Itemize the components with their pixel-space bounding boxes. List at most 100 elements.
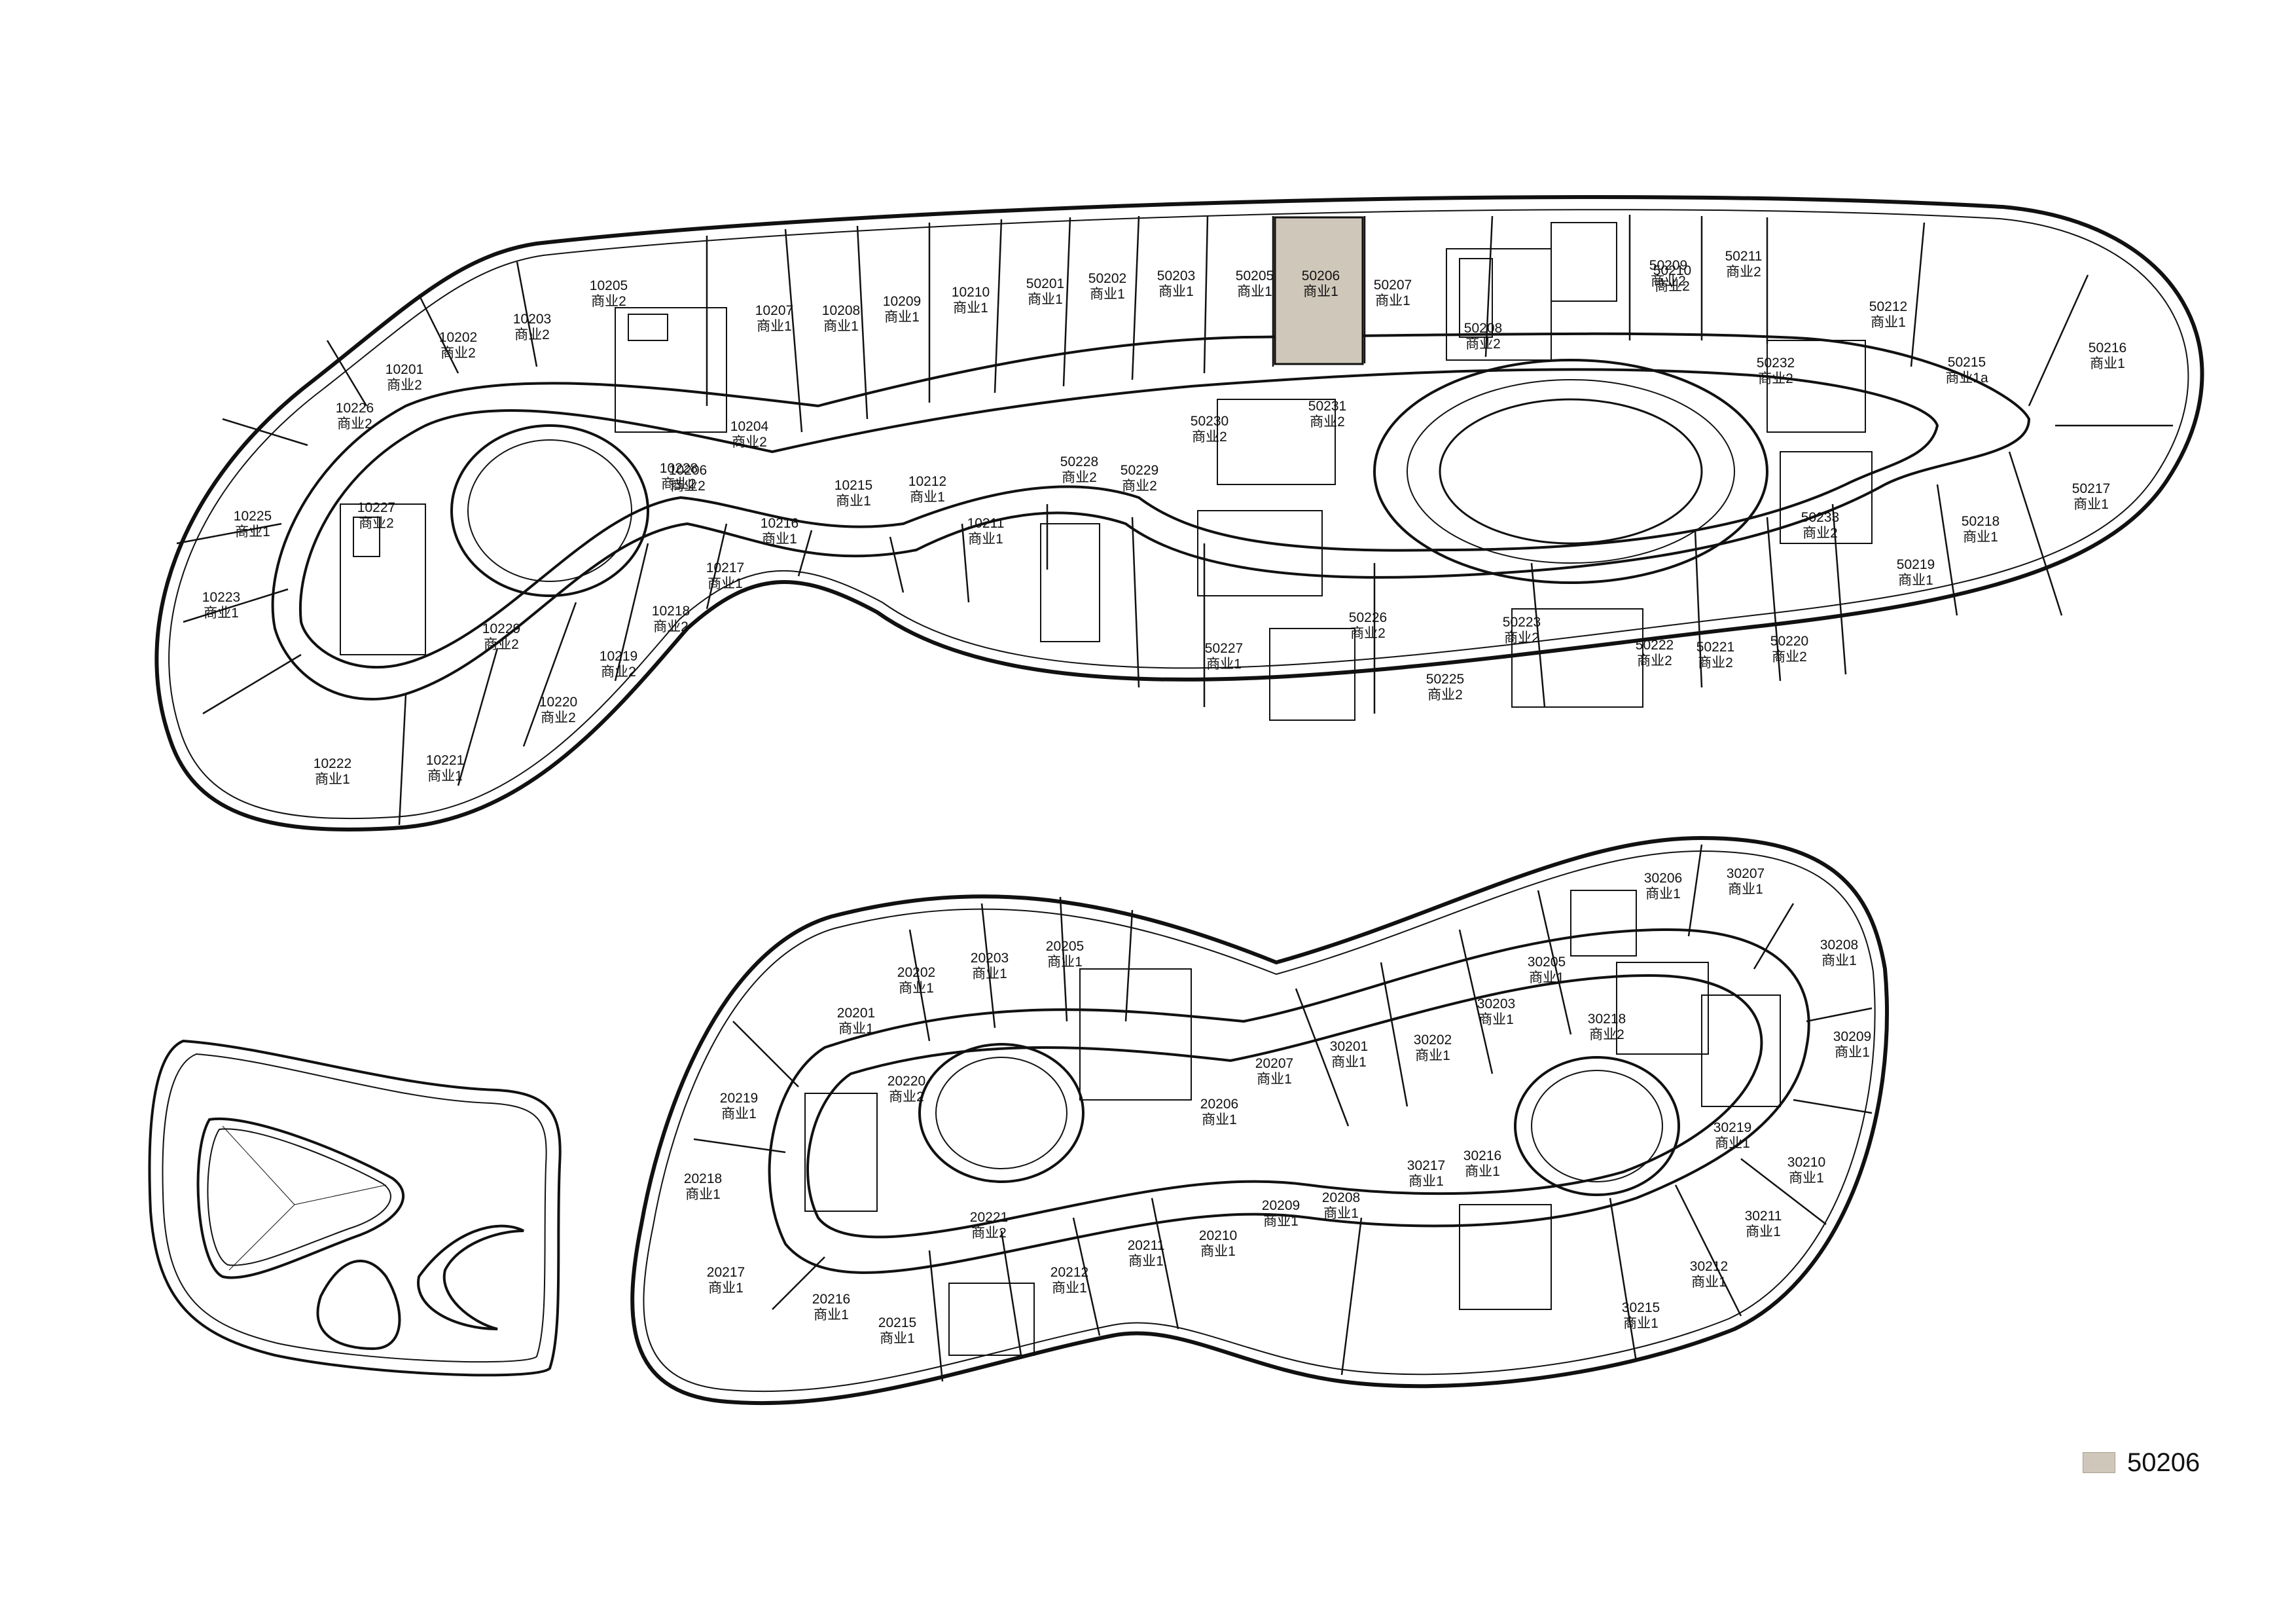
unit-number-30206: 30206 (1644, 871, 1682, 886)
upper-atrium-west (450, 424, 649, 597)
unit-number-50215: 50215 (1948, 355, 1986, 370)
unit-type-20210: 商业1 (1200, 1244, 1236, 1259)
upper-building (154, 195, 2204, 831)
unit-type-20201: 商业1 (838, 1021, 874, 1036)
unit-number-30217: 30217 (1407, 1158, 1445, 1173)
unit-number-50228: 50228 (1060, 454, 1098, 469)
unit-number-50206: 50206 (1302, 268, 1340, 283)
unit-type-10202: 商业2 (440, 346, 476, 361)
unit-type-20207: 商业1 (1257, 1072, 1292, 1087)
unit-type-20208: 商业1 (1323, 1206, 1359, 1221)
pavilion-oculus-inner (207, 1128, 391, 1266)
unit-type-10207: 商业1 (757, 319, 792, 334)
unit-type-10205: 商业2 (591, 294, 626, 309)
unit-number-10207: 10207 (755, 303, 793, 318)
unit-number-50220: 50220 (1770, 634, 1808, 649)
unit-number-50205: 50205 (1236, 268, 1274, 283)
unit-type-30206: 商业1 (1645, 886, 1681, 902)
unit-type-50227: 商业1 (1206, 657, 1242, 672)
unit-number-50210: 50210 (1653, 263, 1691, 278)
unit-type-50206: 商业1 (1303, 284, 1338, 299)
upper-atrium-east-mid (1407, 379, 1735, 564)
unit-number-10205: 10205 (590, 278, 628, 293)
unit-number-10212: 10212 (908, 474, 946, 489)
unit-type-10228: 商业2 (661, 477, 696, 492)
unit-type-50211: 商业2 (1726, 264, 1761, 280)
unit-number-20212: 20212 (1050, 1265, 1088, 1280)
lower-atrium-west (918, 1043, 1085, 1183)
unit-number-50232: 50232 (1757, 356, 1795, 371)
upper-building-outline (154, 195, 2204, 831)
unit-number-50209: 50209 (1649, 258, 1687, 273)
unit-number-20221: 20221 (970, 1210, 1008, 1225)
unit-number-10210: 10210 (952, 285, 990, 300)
unit-type-10201: 商业2 (387, 378, 422, 393)
unit-type-50212: 商业1 (1871, 315, 1906, 330)
unit-type-50201: 商业1 (1028, 292, 1063, 307)
unit-number-10211: 10211 (967, 516, 1005, 531)
unit-type-10229: 商业2 (484, 637, 519, 652)
upper-atrium-east (1373, 359, 1768, 584)
lower-atrium-east (1514, 1056, 1680, 1196)
unit-type-20219: 商业1 (721, 1106, 757, 1122)
unit-number-20219: 20219 (720, 1091, 758, 1106)
unit-number-30210: 30210 (1787, 1155, 1825, 1170)
unit-number-20209: 20209 (1262, 1198, 1300, 1213)
unit-type-50208: 商业2 (1465, 337, 1501, 352)
unit-number-50233: 50233 (1801, 510, 1839, 525)
unit-type-50209: 商业2 (1651, 274, 1686, 289)
unit-number-10227: 10227 (357, 500, 395, 515)
unit-type-10216: 商业1 (762, 532, 797, 547)
unit-number-30219: 30219 (1713, 1120, 1751, 1135)
unit-type-10218: 商业2 (653, 619, 689, 634)
unit-number-30205: 30205 (1528, 955, 1566, 970)
unit-type-50215: 商业1a (1945, 371, 1988, 386)
unit-type-30209: 商业1 (1835, 1045, 1870, 1060)
unit-number-30216: 30216 (1463, 1148, 1501, 1163)
unit-type-50232: 商业2 (1758, 371, 1793, 386)
unit-number-10229: 10229 (482, 621, 520, 636)
pavilion-inner-outline (162, 1053, 547, 1363)
unit-type-50205: 商业1 (1237, 284, 1272, 299)
unit-type-10227: 商业2 (359, 516, 394, 531)
unit-number-10218: 10218 (652, 604, 690, 619)
unit-type-20216: 商业1 (814, 1307, 849, 1322)
unit-type-50202: 商业1 (1090, 287, 1125, 302)
unit-number-50225: 50225 (1426, 672, 1464, 687)
unit-number-20220: 20220 (888, 1074, 925, 1089)
unit-number-50222: 50222 (1636, 638, 1674, 653)
unit-type-10206: 商业2 (670, 479, 706, 494)
legend-label: 50206 (2127, 1448, 2200, 1477)
lower-atrium-east-inner (1531, 1070, 1663, 1182)
unit-number-10206: 10206 (669, 463, 707, 478)
lower-corridor-inner (806, 974, 1763, 1239)
unit-type-20215: 商业1 (880, 1331, 915, 1346)
lower-building (630, 835, 1889, 1406)
unit-type-10212: 商业1 (910, 490, 945, 505)
lower-unit-walls (693, 844, 1873, 1382)
unit-labels: 10205商业210202商业210203商业210201商业210226商业2… (202, 249, 2126, 1346)
unit-number-10219: 10219 (600, 649, 637, 664)
unit-number-10221: 10221 (426, 753, 464, 768)
unit-type-10222: 商业1 (315, 772, 350, 787)
unit-number-50230: 50230 (1191, 414, 1229, 429)
upper-corridor-outer (271, 332, 2031, 701)
unit-number-50219: 50219 (1897, 557, 1935, 572)
unit-number-30218: 30218 (1588, 1012, 1626, 1027)
upper-corridor-inner (299, 368, 1939, 669)
unit-number-50208: 50208 (1464, 321, 1502, 336)
legend: 50206 (2083, 1443, 2200, 1482)
unit-number-50221: 50221 (1696, 640, 1734, 655)
unit-type-50207: 商业1 (1375, 293, 1410, 308)
unit-type-20202: 商业1 (899, 981, 934, 996)
unit-type-50219: 商业1 (1898, 573, 1933, 588)
unit-type-50233: 商业2 (1803, 526, 1838, 541)
lower-building-inner-outline (643, 850, 1876, 1393)
unit-type-30218: 商业2 (1589, 1027, 1624, 1042)
unit-type-30203: 商业1 (1479, 1012, 1514, 1027)
unit-type-10225: 商业1 (235, 524, 270, 539)
unit-type-50226: 商业2 (1350, 626, 1386, 641)
unit-number-10217: 10217 (706, 560, 744, 575)
unit-type-50220: 商业2 (1772, 649, 1807, 665)
